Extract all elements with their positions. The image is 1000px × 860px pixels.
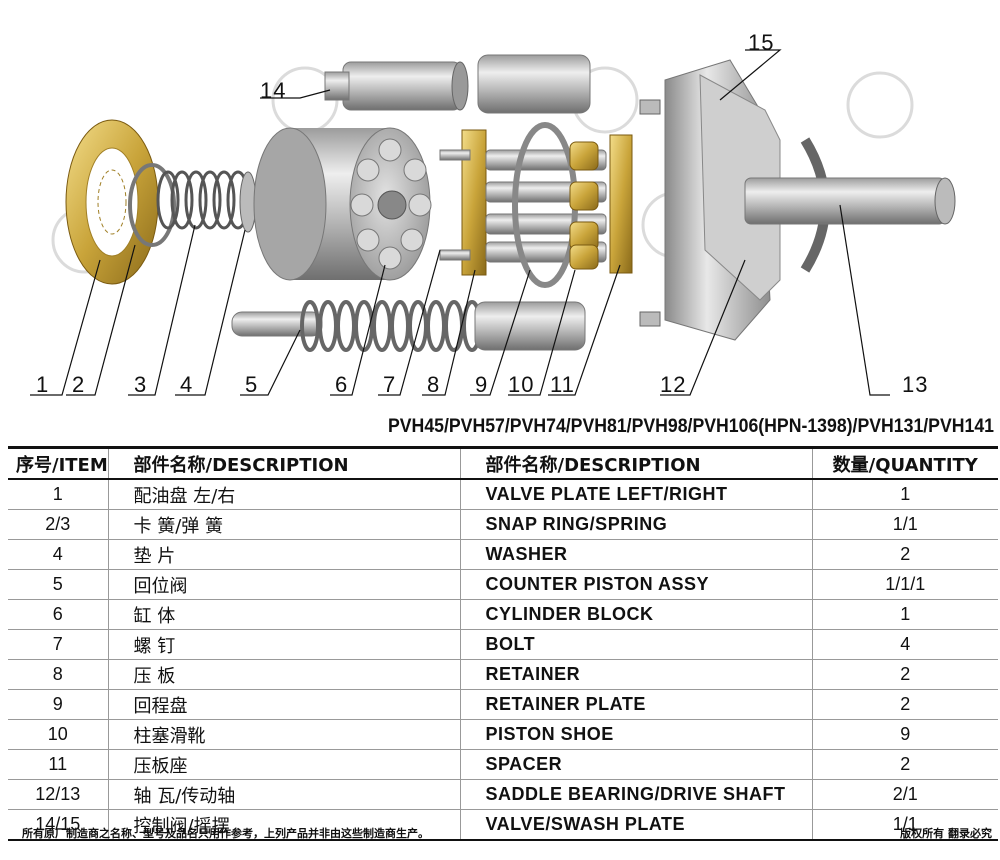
callout-14: 14: [260, 78, 287, 103]
cell-quantity: 1/1/1: [811, 569, 998, 600]
header-quantity: 数量/QUANTITY: [811, 447, 998, 479]
cell-description-en: WASHER: [459, 539, 812, 570]
callout-11: 11: [550, 372, 575, 397]
cell-description-cn: 压 板: [107, 659, 460, 690]
cell-description-cn: 卡 簧/弹 簧: [107, 509, 460, 540]
cell-quantity: 1/1: [811, 509, 998, 540]
cell-description-cn: 轴 瓦/传动轴: [107, 779, 460, 810]
cell-item: 14/15: [35, 814, 81, 834]
cell-description-cn: 回程盘: [107, 689, 460, 720]
exploded-parts-diagram: [30, 49, 956, 396]
cell-item: 12/13: [35, 784, 81, 804]
valve-spool-part: [477, 54, 591, 114]
cell-description-cn: 压板座: [107, 749, 460, 780]
copyright-text: 版权所有 翻录必究: [900, 827, 992, 840]
cell-description-cn: 缸 体: [107, 599, 460, 630]
callout-5: 5: [245, 372, 259, 397]
cell-description-en: VALVE/SWASH PLATE: [459, 809, 812, 840]
callout-12: 12: [660, 372, 687, 397]
callout-1: 1: [36, 372, 50, 397]
cell-quantity: 1/1: [811, 809, 998, 840]
cell-description-en: SPACER: [459, 749, 812, 780]
cell-description-cn: 螺 钉: [107, 629, 460, 660]
callout-2: 2: [72, 372, 86, 397]
cell-quantity: 2: [811, 749, 998, 780]
callout-3: 3: [134, 372, 148, 397]
cell-description-cn: 回位阀: [107, 569, 460, 600]
cell-description-en: RETAINER PLATE: [459, 689, 812, 720]
callout-15: 15: [748, 30, 775, 55]
control-valve-spool-part: [324, 61, 469, 111]
parts-list-table: 序号/ITEM 部件名称/DESCRIPTION 部件名称/DESCRIPTIO…: [8, 446, 998, 841]
header-item: 序号/ITEM: [16, 454, 108, 476]
spacer-part: [609, 134, 633, 274]
spring-part: [156, 170, 250, 230]
snap-ring-part: [128, 163, 176, 247]
cell-item: 11: [48, 754, 68, 774]
cell-description-en: PISTON SHOE: [459, 719, 812, 750]
cell-item: 4: [52, 544, 63, 564]
callout-6: 6: [335, 372, 349, 397]
header-description-cn: 部件名称/DESCRIPTION: [107, 447, 460, 479]
valve-plate-part: [65, 119, 159, 285]
cylinder-block-part: [253, 127, 432, 281]
cell-item: 10: [47, 724, 68, 744]
cell-quantity: 2: [811, 689, 998, 720]
cell-description-en: RETAINER: [459, 659, 812, 690]
cell-description-en: COUNTER PISTON ASSY: [459, 569, 812, 600]
cell-item: 8: [52, 664, 63, 684]
cell-quantity: 1: [811, 599, 998, 630]
pump-models-line: PVH45/PVH57/PVH74/PVH81/PVH98/PVH106(HPN…: [387, 416, 994, 437]
callout-9: 9: [475, 372, 489, 397]
drive-shaft-part: [639, 59, 956, 341]
cell-description-en: SNAP RING/SPRING: [459, 509, 812, 540]
disclaimer-text: 所有原厂制造商之名称、型号及品名只用作参考，上列产品并非由这些制造商生产。: [22, 827, 429, 840]
cell-description-cn: 柱塞滑靴: [107, 719, 460, 750]
cell-item: 1: [52, 484, 63, 504]
counter-piston-part: [231, 300, 586, 352]
callout-7: 7: [383, 372, 397, 397]
cell-item: 5: [52, 574, 63, 594]
cell-quantity: 9: [811, 719, 998, 750]
cell-description-en: BOLT: [459, 629, 812, 660]
header-description-en: 部件名称/DESCRIPTION: [459, 447, 812, 479]
cell-description-cn: 控制阀/摇摆: [107, 809, 460, 840]
cell-item: 7: [52, 634, 63, 654]
callout-8: 8: [427, 372, 441, 397]
cell-description-en: VALVE PLATE LEFT/RIGHT: [459, 479, 812, 510]
cell-quantity: 2/1: [811, 779, 998, 810]
cell-quantity: 1: [811, 479, 998, 510]
piston-shoe-part: [485, 122, 607, 288]
cell-item: 6: [52, 604, 63, 624]
cell-description-cn: 垫 片: [107, 539, 460, 570]
cell-quantity: 2: [811, 659, 998, 690]
cell-item: 9: [52, 694, 63, 714]
cell-quantity: 2: [811, 539, 998, 570]
retainer-part: [439, 129, 487, 276]
cell-description-cn: 配油盘 左/右: [107, 479, 460, 510]
cell-quantity: 4: [811, 629, 998, 660]
cell-description-en: CYLINDER BLOCK: [459, 599, 812, 630]
callout-leader-lines: [30, 49, 890, 396]
cell-description-en: SADDLE BEARING/DRIVE SHAFT: [459, 779, 812, 810]
callout-4: 4: [180, 372, 194, 397]
callout-10: 10: [508, 372, 535, 397]
cell-item: 2/3: [45, 514, 71, 534]
callout-13: 13: [902, 372, 929, 397]
table-header-row: 序号/ITEM 部件名称/DESCRIPTION 部件名称/DESCRIPTIO…: [8, 447, 998, 479]
